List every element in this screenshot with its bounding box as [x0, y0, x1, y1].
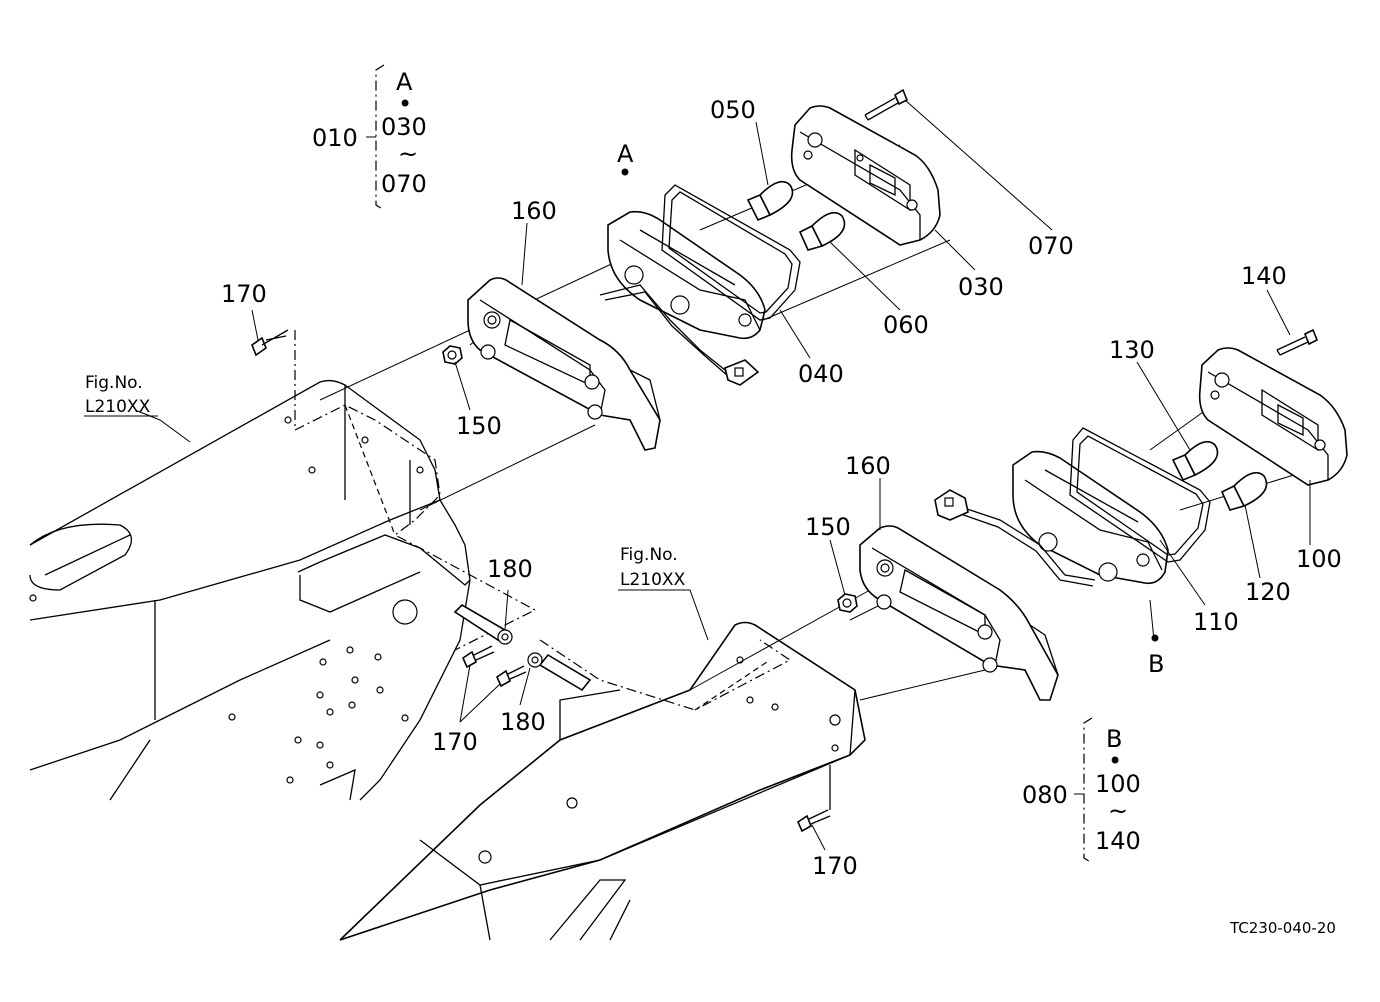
plate-180-top: [453, 603, 513, 645]
point-b-dot: [1151, 634, 1159, 642]
point-a-label: A: [617, 140, 634, 168]
fig-ref-right-line1: Fig.No.: [620, 545, 678, 565]
fig-ref-left: Fig.No. L210XX: [84, 373, 158, 417]
body-holes: [29, 416, 424, 784]
group-a-tilde: ~: [398, 140, 418, 168]
drawing-code: TC230-040-20: [1229, 919, 1336, 937]
top-bulb-050: [746, 180, 794, 222]
fig-ref-right-line2: L210XX: [620, 570, 686, 590]
point-a-dot: [621, 168, 629, 176]
top-nut-150: [442, 345, 463, 365]
bottom-nut-150: [837, 593, 858, 613]
bottom-gasket-110: [1069, 427, 1211, 563]
callout-140: 140: [1241, 262, 1287, 290]
callout-150-top: 150: [456, 412, 502, 440]
group-a-end: 070: [381, 170, 427, 198]
callout-130: 130: [1109, 336, 1155, 364]
bottom-screw-140: [1276, 328, 1319, 356]
callout-050: 050: [710, 96, 756, 124]
fig-ref-left-line1: Fig.No.: [85, 373, 143, 393]
bottom-lamp-body-b: [934, 450, 1169, 587]
left-fender-body: [29, 330, 537, 801]
screw-170-middle-b: [495, 665, 527, 688]
callout-060: 060: [883, 311, 929, 339]
bottom-bulb-130: [1171, 440, 1219, 482]
bottom-bulb-120: [1220, 471, 1268, 511]
screw-170-bottom: [796, 809, 831, 833]
plate-180-bottom: [527, 652, 592, 692]
callout-100: 100: [1296, 545, 1342, 573]
point-b-label: B: [1148, 650, 1164, 678]
b-group-bracket: [1074, 717, 1093, 864]
callout-170-top: 170: [221, 280, 267, 308]
top-screw-170: [251, 329, 289, 357]
top-lamp-bracket-160: [467, 277, 661, 451]
callout-180-top: 180: [487, 555, 533, 583]
callout-160-bottom: 160: [845, 452, 891, 480]
callout-040: 040: [798, 360, 844, 388]
callout-170-bottom: 170: [812, 852, 858, 880]
bottom-lens-100: [1198, 347, 1348, 486]
callout-160-top: 160: [511, 197, 557, 225]
callout-080: 080: [1022, 781, 1068, 809]
group-b-dot: •: [1108, 747, 1122, 775]
group-a-dot: •: [398, 90, 412, 118]
group-b-start: 100: [1095, 770, 1141, 798]
callout-110: 110: [1193, 608, 1239, 636]
group-a-start: 030: [381, 113, 427, 141]
callout-030: 030: [958, 273, 1004, 301]
bottom-lamp-bracket-160: [859, 525, 1059, 701]
fig-ref-right: Fig.No. L210XX: [618, 545, 690, 591]
group-b-end: 140: [1095, 827, 1141, 855]
group-b-tilde: ~: [1108, 797, 1128, 825]
a-group-bracket: [366, 64, 385, 211]
callout-180-bottom: 180: [500, 708, 546, 736]
callout-120: 120: [1245, 578, 1291, 606]
callout-070: 070: [1028, 232, 1074, 260]
group-b-marker: B: [1106, 725, 1122, 753]
group-b-text: 080 B • 100 ~ 140: [1022, 725, 1141, 855]
right-fender-body: [339, 621, 866, 941]
top-screw-070: [864, 88, 909, 121]
screw-170-middle-a: [461, 645, 495, 669]
leader-lines: [134, 99, 1311, 851]
fig-ref-left-line2: L210XX: [85, 397, 151, 417]
callout-150-bottom: 150: [805, 513, 851, 541]
callout-170-middle: 170: [432, 728, 478, 756]
top-lens-030: [790, 105, 941, 246]
group-a-text: 010 A • 030 ~ 070: [312, 68, 427, 198]
top-bulb-060: [798, 211, 846, 251]
top-gasket-040: [661, 184, 801, 321]
callout-010: 010: [312, 124, 358, 152]
group-a-marker: A: [396, 68, 413, 96]
